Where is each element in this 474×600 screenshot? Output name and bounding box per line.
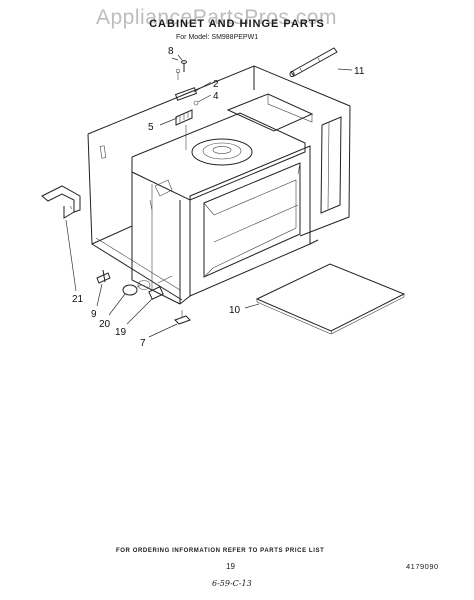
callout-4: 4 [213,91,219,102]
callout-9: 9 [91,309,97,320]
watermark-text: AppliancePartsPros.com [96,6,337,29]
model-line: For Model: SM988PEPW1 [176,34,259,41]
part-hinge-assembly [174,87,199,150]
callout-11: 11 [354,66,365,77]
callout-8: 8 [168,46,174,57]
callout-2: 2 [213,79,219,90]
callout-5: 5 [148,122,154,133]
front-frame [179,145,319,305]
diagram-title: CABINET AND HINGE PARTS [149,18,325,30]
callout-20: 20 [99,319,111,330]
part-clip-7 [174,310,191,325]
callout-10: 10 [229,305,241,316]
callout-7: 7 [140,338,146,349]
document-number: 4179090 [406,562,439,571]
part-plunger-9 [96,269,111,284]
part-rod-11 [289,47,338,78]
oven-cavity [131,93,314,305]
part-screw-8 [175,54,187,80]
callout-19: 19 [115,327,127,338]
callout-21: 21 [72,294,84,305]
handwritten-note: 6-59-C-13 [212,579,252,588]
part-spring-20 [122,280,151,296]
callout-labels: 8 2 4 5 11 10 21 9 20 19 7 [72,46,365,349]
part-tray-10 [255,263,406,335]
ordering-note: FOR ORDERING INFORMATION REFER TO PARTS … [116,548,325,554]
part-bracket-21 [41,185,81,219]
page-number: 19 [226,562,235,571]
part-switch-19 [148,275,173,300]
leader-lines [65,57,353,338]
